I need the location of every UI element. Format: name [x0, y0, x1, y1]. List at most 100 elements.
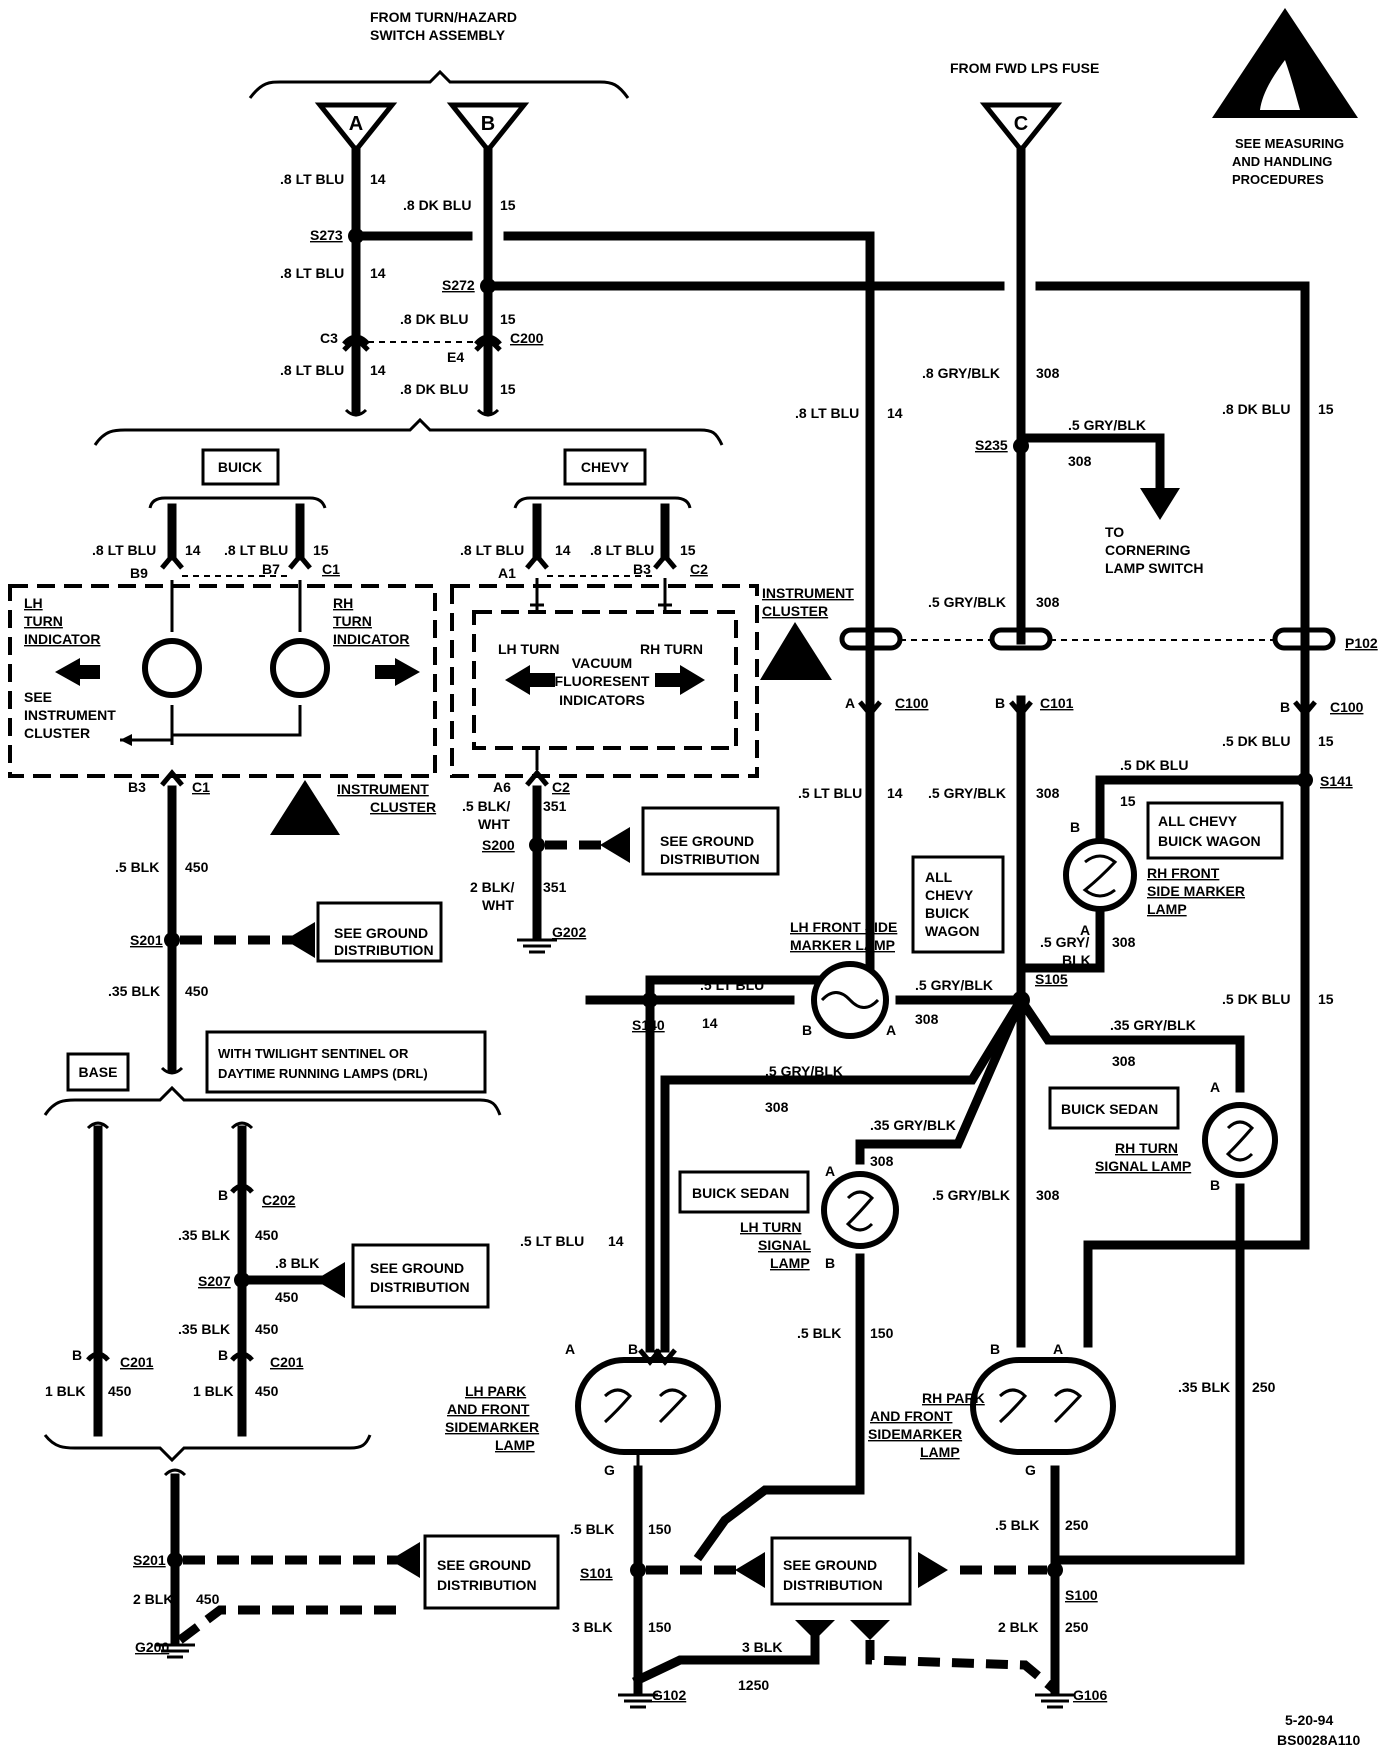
diagram-label: 308	[1036, 365, 1060, 381]
diagram-label: B	[995, 695, 1005, 711]
diagram-label: S140	[632, 1017, 665, 1033]
diagram-label: .5 BLK	[797, 1325, 841, 1341]
lh-indicator-bulb	[142, 638, 202, 698]
diagram-label: 150	[648, 1619, 672, 1635]
diagram-label: .8 LT BLU	[92, 542, 156, 558]
diagram-label: RH TURN	[1115, 1140, 1178, 1156]
diagram-label: A	[1080, 922, 1090, 938]
diagram-label: B	[802, 1022, 812, 1038]
diagram-label: 1250	[738, 1677, 769, 1693]
diagram-label: A	[845, 695, 855, 711]
diagram-label: BUICK	[925, 905, 969, 921]
diagram-label: CHEVY	[925, 887, 974, 903]
diagram-label: TO	[1105, 524, 1124, 540]
diagram-label: B	[628, 1341, 638, 1357]
s273-label: S273	[310, 227, 343, 243]
vfd-rh-arrow-icon	[655, 665, 705, 695]
diagram-label: .8 LT BLU	[280, 171, 344, 187]
diagram-label: .35 BLK	[108, 983, 160, 999]
diagram-label: 450	[255, 1227, 279, 1243]
esd-cluster-icon-1	[270, 780, 340, 835]
diagram-label: B7	[262, 561, 280, 577]
diagram-label: A6	[493, 779, 511, 795]
diagram-label: ALL	[925, 869, 953, 885]
esd-note-l1: SEE MEASURING	[1235, 136, 1344, 151]
diagram-label: B9	[130, 565, 148, 581]
diagram-label: .8 GRY/BLK	[922, 365, 1000, 381]
diagram-label: LH PARK	[465, 1383, 526, 1399]
splice-s100	[1047, 1562, 1063, 1578]
diagram-label: S201	[133, 1552, 166, 1568]
diagram-label: .5 GRY/BLK	[932, 1187, 1010, 1203]
diagram-label: .5 LT BLU	[700, 977, 764, 993]
diagram-label: 15	[500, 197, 516, 213]
diagram-label: G102	[652, 1687, 686, 1703]
diagram-label: A	[886, 1022, 896, 1038]
diagram-label: B	[481, 113, 495, 135]
diagram-label: S201	[130, 932, 163, 948]
diagram-label: C1	[322, 561, 340, 577]
lh-park-front-sidemarker-lamp	[575, 1357, 721, 1455]
diagram-label: 14	[887, 405, 903, 421]
diagram-label: VACUUM	[572, 655, 632, 671]
diagram-label: BUICK WAGON	[1158, 833, 1261, 849]
diagram-label: SIGNAL	[758, 1237, 811, 1253]
diagram-label: BUICK SEDAN	[692, 1185, 789, 1201]
diagram-label: A	[825, 1163, 835, 1179]
diagram-label: C2	[552, 779, 570, 795]
diagram-label: 308	[1036, 1187, 1060, 1203]
diagram-label: .35 BLK	[178, 1321, 230, 1337]
diagram-label: INDICATOR	[333, 631, 409, 647]
diagram-label: 450	[255, 1383, 279, 1399]
diagram-label: 15	[1318, 401, 1334, 417]
rh-arrow-icon	[375, 658, 420, 686]
diagram-label: INSTRUMENT	[762, 585, 854, 601]
diagram-label: 308	[870, 1153, 894, 1169]
diagram-label: .5 DK BLU	[1222, 733, 1290, 749]
diagram-label: TURN	[24, 613, 63, 629]
diagram-label: BLK	[1062, 952, 1091, 968]
diagram-label: DISTRIBUTION	[660, 851, 760, 867]
diagram-label: B	[990, 1341, 1000, 1357]
diagram-label: .8 DK BLU	[1222, 401, 1290, 417]
diagram-label: C1	[192, 779, 210, 795]
diagram-label: A	[1053, 1341, 1063, 1357]
diagram-label: RH	[333, 595, 353, 611]
diagram-label: WHT	[478, 816, 510, 832]
splice-s200	[529, 837, 545, 853]
diagram-label: .5 GRY/BLK	[1068, 417, 1146, 433]
diagram-label: SEE GROUND	[660, 833, 754, 849]
diagram-label: WITH TWILIGHT SENTINEL OR	[218, 1046, 409, 1061]
diagram-label: DISTRIBUTION	[783, 1577, 883, 1593]
diagram-label: .8 DK BLU	[400, 381, 468, 397]
diagram-label: C201	[120, 1354, 154, 1370]
footer-date: 5-20-94	[1285, 1712, 1333, 1728]
diagram-label: B	[1070, 819, 1080, 835]
diagram-label: G	[1025, 1462, 1036, 1478]
cornering-arrow-icon	[1140, 488, 1180, 520]
diagram-label: AND FRONT	[870, 1408, 953, 1424]
esd-note-l3: PROCEDURES	[1232, 172, 1324, 187]
diagram-label: .35 GRY/BLK	[1110, 1017, 1196, 1033]
diagram-label: RH PARK	[922, 1390, 985, 1406]
diagram-label: A	[1210, 1079, 1220, 1095]
diagram-label: 308	[1112, 934, 1136, 950]
diagram-label: C201	[270, 1354, 304, 1370]
chevy-cluster-box	[450, 584, 759, 778]
diagram-label: WHT	[482, 897, 514, 913]
diagram-label: .8 LT BLU	[795, 405, 859, 421]
base-label: BASE	[79, 1064, 118, 1080]
source-ab-l2: SWITCH ASSEMBLY	[370, 27, 506, 43]
diagram-label: 15	[1318, 991, 1334, 1007]
diagram-label: 308	[1068, 453, 1092, 469]
vfd-box	[472, 610, 738, 750]
diagram-label: 14	[608, 1233, 624, 1249]
buick-label: BUICK	[218, 459, 262, 475]
diagram-label: .8 DK BLU	[403, 197, 471, 213]
diagram-label: C100	[895, 695, 929, 711]
diagram-label: BUICK SEDAN	[1061, 1101, 1158, 1117]
diagram-label: B	[825, 1255, 835, 1271]
diagram-label: .8 LT BLU	[460, 542, 524, 558]
diagram-label: 15	[313, 542, 329, 558]
diagram-label: 2 BLK/	[470, 879, 514, 895]
